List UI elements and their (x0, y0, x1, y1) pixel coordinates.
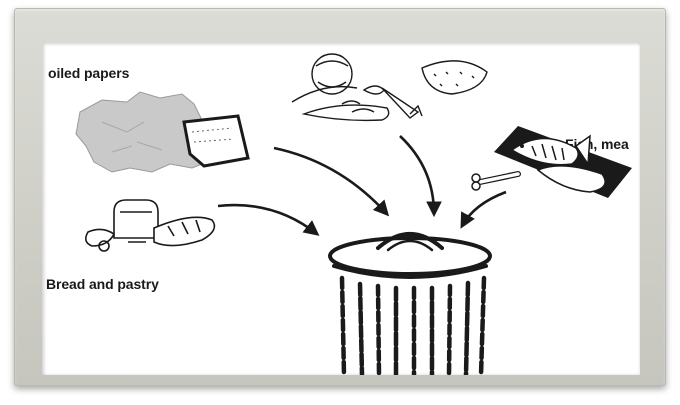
arrow-from-vegetables (400, 136, 434, 214)
diagram-panel: oiled papers Fish, mea Bread and pastry (42, 42, 640, 375)
trash-can-icon (330, 234, 490, 375)
fish-meat-icon (472, 126, 632, 198)
arrow-from-fish (462, 192, 506, 226)
arrow-from-bread (218, 205, 317, 234)
arrow-from-paper (274, 148, 387, 214)
crumpled-paper-icon (76, 92, 248, 172)
bread-icon (86, 200, 215, 251)
arrows (218, 136, 506, 234)
vegetables-icon (292, 54, 487, 120)
diagram-drawing (42, 42, 640, 375)
